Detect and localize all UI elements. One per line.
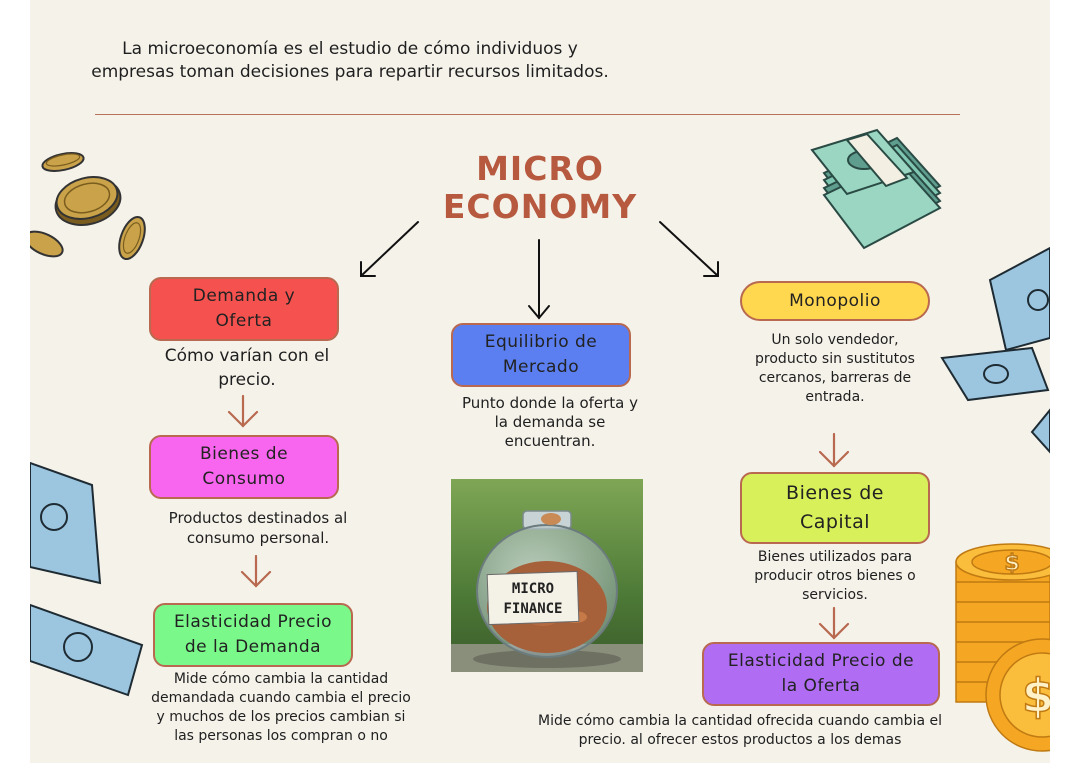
desc-equilibrio-line-1: Punto donde la oferta y [461,394,639,412]
gold-coin-stack-icon: $ $ [955,543,1050,752]
desc-elast-demanda-line-4: las personas los compran o no [174,728,388,744]
node-consumo-label-1: Bienes de [199,444,289,464]
node-elasticidad-demanda: Elasticidad Precio de la Demanda [153,603,353,667]
desc-consumo-line-1: Productos destinados al [168,509,348,527]
node-elast-demanda-label-1: Elasticidad Precio [173,612,333,632]
desc-capital-line-1: Bienes utilizados para [757,549,913,565]
svg-text:$: $ [1004,551,1019,576]
svg-text:$: $ [1022,669,1050,723]
node-monopolio: Monopolio [740,281,930,321]
node-capital-label-1: Bienes de [786,482,884,504]
desc-demanda-line-1: Cómo varían con el [164,346,330,366]
desc-capital-line-2: producir otros bienes o [754,568,916,584]
desc-monopolio: Un solo vendedor, producto sin sustituto… [720,331,950,407]
title-line-2: ECONOMY [442,187,638,226]
node-demanda-oferta: Demanda y Oferta [149,277,339,341]
desc-consumo-line-2: consumo personal. [186,529,330,547]
desc-bienes-consumo: Productos destinados al consumo personal… [138,508,378,548]
cash-stack-icon [810,128,942,250]
connector-arrows [227,221,850,640]
node-equilibrio-label-2: Mercado [502,357,580,377]
desc-elast-oferta-line-2: precio. al ofrecer estos productos a los… [578,732,902,748]
desc-monopolio-line-1: Un solo vendedor, [771,332,899,348]
divider-line [95,114,960,115]
desc-equilibrio-line-2: la demanda se [494,413,606,431]
desc-demanda-oferta: Cómo varían con el precio. [137,344,357,392]
arrowhead-monopolio [703,261,719,277]
node-demanda-label-1: Demanda y [192,286,296,306]
desc-elast-oferta-line-1: Mide cómo cambia la cantidad ofrecida cu… [537,713,942,729]
desc-capital-line-3: servicios. [802,587,868,603]
coin-jar-illustration: MICRO FINANCE [451,479,643,672]
infographic-page: La microeconomía es el estudio de cómo i… [30,0,1050,763]
arrowhead-equilibrio [528,305,550,320]
node-elast-demanda-label-2: de la Demanda [184,637,322,657]
main-title: MICRO ECONOMY [410,150,670,226]
arrow-to-demanda [360,221,419,277]
desc-equilibrio-line-3: encuentran. [504,432,596,450]
node-consumo-label-2: Consumo [202,469,286,489]
desc-elasticidad-demanda: Mide cómo cambia la cantidad demandada c… [136,670,426,746]
arrowhead-demanda [360,261,376,277]
desc-elasticidad-oferta: Mide cómo cambia la cantidad ofrecida cu… [510,712,970,750]
desc-elast-demanda-line-3: y muchos de los precios cambian si [156,709,406,725]
node-bienes-capital: Bienes de Capital [740,472,930,544]
node-monopolio-label-1: Monopolio [789,290,881,311]
node-demanda-label-2: Oferta [215,311,273,331]
intro-line-1: La microeconomía es el estudio de cómo i… [122,39,578,59]
banknote-icon [940,246,1050,454]
coin-jar-photo: MICRO FINANCE [451,479,643,672]
desc-monopolio-line-3: cercanos, barreras de [758,370,912,386]
photo-label-2: FINANCE [503,601,562,617]
desc-bienes-capital: Bienes utilizados para producir otros bi… [720,548,950,605]
node-equilibrio-mercado: Equilibrio de Mercado [451,323,631,387]
node-capital-label-2: Capital [799,511,871,533]
arrow-to-monopolio [659,221,719,277]
desc-elast-demanda-line-1: Mide cómo cambia la cantidad [173,671,389,687]
intro-text: La microeconomía es el estudio de cómo i… [50,38,650,84]
node-elast-oferta-label-2: la Oferta [781,676,861,696]
intro-line-2: empresas toman decisiones para repartir … [91,62,609,82]
node-elasticidad-oferta: Elasticidad Precio de la Oferta [702,642,940,706]
desc-elast-demanda-line-2: demandada cuando cambia el precio [151,690,411,706]
desc-monopolio-line-4: entrada. [805,389,865,405]
desc-equilibrio-mercado: Punto donde la oferta y la demanda se en… [430,394,670,451]
node-elast-oferta-label-1: Elasticidad Precio de [727,651,915,671]
node-equilibrio-label-1: Equilibrio de [484,332,598,352]
title-line-1: MICRO [476,149,604,188]
desc-monopolio-line-2: producto sin sustitutos [755,351,915,367]
coins-icon [30,152,146,261]
desc-demanda-line-2: precio. [218,370,276,390]
photo-label-1: MICRO [512,581,554,597]
banknote-icon [30,461,144,697]
node-bienes-consumo: Bienes de Consumo [149,435,339,499]
